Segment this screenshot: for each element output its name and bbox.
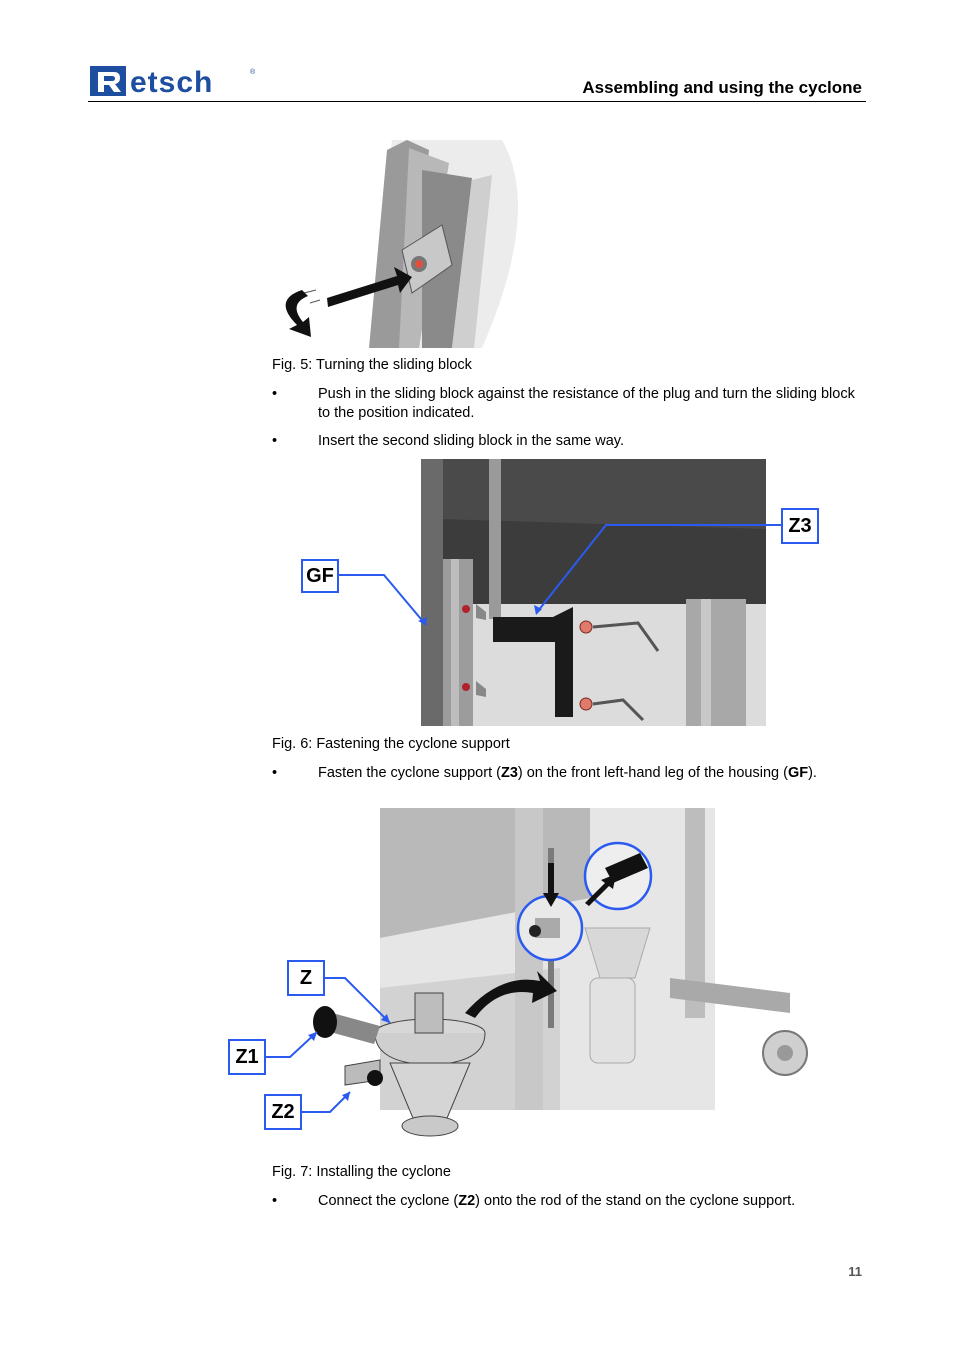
svg-text:etsch: etsch xyxy=(130,66,213,98)
fig7-illustration xyxy=(313,808,808,1137)
label-z2: Z2 xyxy=(264,1094,302,1130)
bullet: • xyxy=(272,433,278,449)
fig6-illustration xyxy=(421,459,766,726)
step-text: Connect the cyclone (Z2) onto the rod of… xyxy=(318,1193,796,1209)
list-item: • Connect the cyclone (Z2) onto the rod … xyxy=(272,1192,862,1212)
page-number: 11 xyxy=(848,1264,862,1279)
label-z: Z xyxy=(287,960,325,996)
list-item: • Fasten the cyclone support (Z3) on the… xyxy=(272,764,862,804)
list-item: • Push in the sliding block against the … xyxy=(272,385,862,425)
step-text: Push in the sliding block against the re… xyxy=(318,386,855,421)
list-item: • Insert the second sliding block in the… xyxy=(272,432,862,452)
step-text: Fasten the cyclone support (Z3) on the f… xyxy=(318,765,817,781)
label-z3: Z3 xyxy=(781,508,819,544)
bullet: • xyxy=(272,386,278,402)
bullet: • xyxy=(272,765,278,781)
fig5-illustration xyxy=(285,140,518,348)
svg-text:®: ® xyxy=(250,68,256,76)
label-z1: Z1 xyxy=(228,1039,266,1075)
step-text: Insert the second sliding block in the s… xyxy=(318,433,625,449)
header-divider xyxy=(88,101,866,102)
page-title: Assembling and using the cyclone xyxy=(582,78,862,97)
fig7-caption: Fig. 7: Installing the cyclone xyxy=(272,1164,451,1180)
fig7-callout-lines xyxy=(260,977,391,1113)
bullet: • xyxy=(272,1193,278,1209)
fig6-caption: Fig. 6: Fastening the cyclone support xyxy=(272,736,510,752)
fig6-callout-lines xyxy=(339,524,784,626)
fig5-caption: Fig. 5: Turning the sliding block xyxy=(272,357,472,373)
retsch-logo: etsch ® xyxy=(90,66,256,98)
label-gf: GF xyxy=(301,559,339,593)
